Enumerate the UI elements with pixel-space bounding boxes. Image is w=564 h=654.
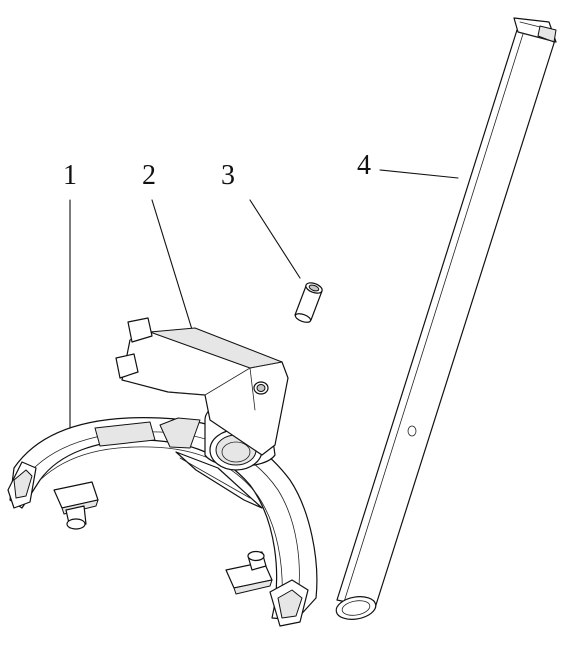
leader-line-4 [379,169,459,179]
callout-label-1: 1 [63,160,77,191]
fork-shoe-right [225,550,273,595]
callout-label-3: 3 [221,160,235,191]
leader-line-2 [151,199,195,337]
spring-pin [294,282,323,323]
callout-label-2: 2 [142,160,156,191]
callout-label-4: 4 [357,150,371,181]
leader-line-3 [249,199,301,279]
shift-fork [7,317,318,627]
shift-rail [335,17,557,620]
fork-shoe-left [53,481,99,530]
